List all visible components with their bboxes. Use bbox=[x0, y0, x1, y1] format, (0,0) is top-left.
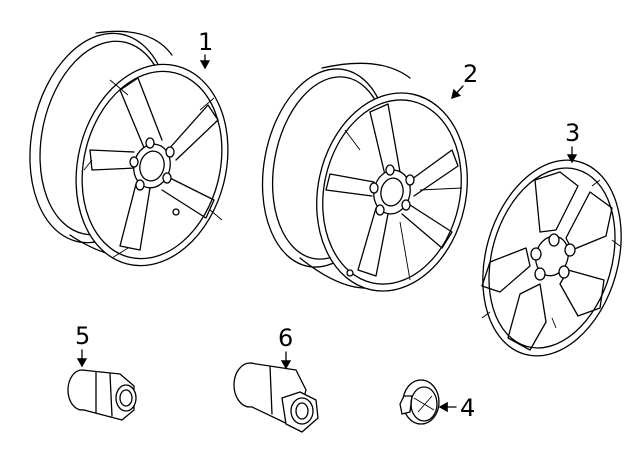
wheel-a-spokes bbox=[83, 77, 223, 259]
callout-3: 3 bbox=[565, 119, 580, 164]
callout-1: 1 bbox=[198, 28, 213, 70]
center-cap[interactable] bbox=[399, 379, 440, 425]
wheel-cover-vents bbox=[481, 171, 621, 351]
callout-label-5: 5 bbox=[75, 322, 90, 350]
lug-nut[interactable] bbox=[67, 369, 137, 421]
callout-2: 2 bbox=[451, 60, 478, 99]
wheel-b-hub bbox=[346, 164, 415, 277]
callout-6: 6 bbox=[278, 324, 293, 370]
callout-label-4: 4 bbox=[460, 394, 475, 422]
wheel-a-hub bbox=[129, 137, 180, 216]
callout-label-3: 3 bbox=[565, 119, 580, 147]
callout-label-6: 6 bbox=[278, 324, 293, 352]
wheel-cover-hub bbox=[530, 233, 576, 281]
callout-label-1: 1 bbox=[198, 28, 213, 56]
wheel-b-spokes bbox=[325, 103, 463, 281]
wheel-a[interactable] bbox=[11, 20, 248, 282]
callout-4: 4 bbox=[438, 394, 475, 422]
wheel-cover[interactable] bbox=[461, 144, 640, 373]
locking-nut[interactable] bbox=[233, 362, 319, 433]
wheel-b[interactable] bbox=[248, 59, 486, 305]
callout-label-2: 2 bbox=[463, 60, 478, 88]
callout-5: 5 bbox=[75, 322, 90, 368]
